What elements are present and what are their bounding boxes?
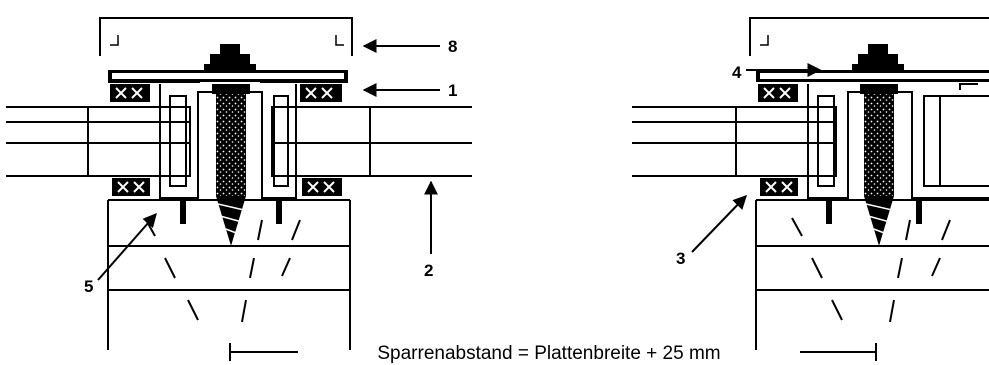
left-panel-b <box>271 106 472 177</box>
label-1: 1 <box>448 81 457 100</box>
dimension-line: Sparrenabstand = Plattenbreite + 25 mm <box>229 343 877 364</box>
arrow-5 <box>97 212 157 281</box>
label-3: 3 <box>676 249 685 268</box>
right-rafter-beam <box>755 200 989 350</box>
right-panel <box>632 106 837 177</box>
right-bottom-seal-b <box>760 178 798 196</box>
right-rafter-profile <box>756 83 989 201</box>
label-5: 5 <box>84 277 93 296</box>
dimension-text: Sparrenabstand = Plattenbreite + 25 mm <box>377 343 720 364</box>
clamping-profile <box>108 70 348 83</box>
label-2: 2 <box>424 261 433 280</box>
cover-cap <box>99 17 353 56</box>
right-bottom-seal <box>302 178 342 196</box>
right-top-seal <box>300 84 342 102</box>
left-panel-a <box>6 106 191 177</box>
fastening-screw <box>204 44 256 246</box>
right-top-seal-b <box>758 84 798 102</box>
right-assembly: 4 3 <box>632 17 989 350</box>
left-bottom-seal <box>112 178 150 196</box>
label-4: 4 <box>732 63 742 82</box>
label-8: 8 <box>448 37 457 56</box>
rafter-beam <box>107 200 351 350</box>
arrow-3 <box>691 194 747 253</box>
right-fastening-screw <box>852 44 904 246</box>
right-cover-cap <box>749 17 989 56</box>
left-top-seal <box>110 84 150 102</box>
left-assembly: 8 1 2 5 <box>6 17 472 350</box>
